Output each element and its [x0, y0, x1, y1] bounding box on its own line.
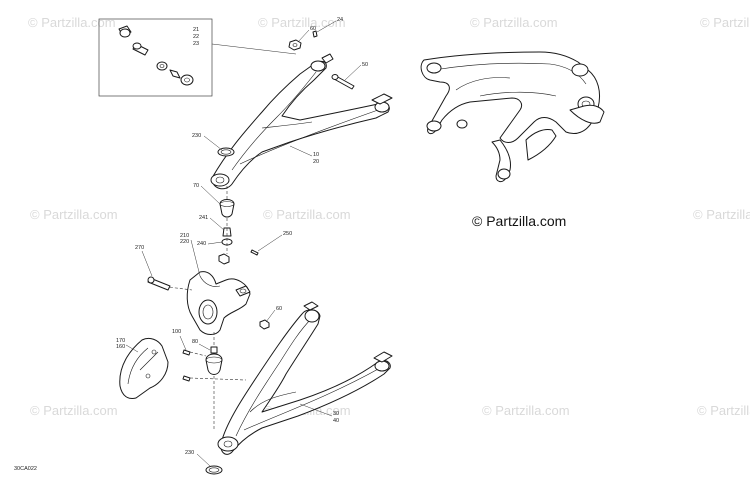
callout-10: 10: [313, 152, 319, 158]
knuckle-bolt: [147, 276, 171, 291]
callout-241: 241: [199, 215, 208, 221]
callout-22: 22: [193, 34, 199, 40]
callout-24: 24: [337, 17, 343, 23]
callout-220: 220: [180, 239, 189, 245]
frame-mount: [456, 119, 468, 129]
grease-fitting: [312, 30, 318, 38]
bushing-washer: [156, 61, 168, 71]
lower-front-pivot: [304, 309, 320, 323]
callout-230: 230: [192, 133, 201, 139]
callout-60b: 60: [276, 306, 282, 312]
small-screw: [250, 249, 259, 256]
callout-60: 60: [310, 26, 316, 32]
frame-mount: [571, 63, 589, 77]
callout-23: 23: [193, 41, 199, 47]
partzilla-brand-mark: © Partzilla.com: [472, 213, 566, 229]
callout-160: 160: [116, 344, 125, 350]
watermark: © Partzilla.com: [482, 403, 570, 418]
watermark: © Partzilla.com: [30, 403, 118, 418]
frame-mount: [426, 120, 442, 132]
knuckle-stud-hardware: [218, 218, 233, 265]
a-arm-guard: [119, 337, 169, 399]
watermark: © Partzilla.com: [470, 15, 558, 30]
upper-pivot-bolt: [331, 74, 355, 90]
upper-ball-joint-boss: [210, 173, 230, 187]
upper-a-arm: [210, 53, 393, 190]
brand-mark-text: © Partzilla.com: [472, 213, 566, 229]
knuckle-body: [186, 271, 251, 335]
bushing-detail-inset: [98, 18, 297, 97]
callout-210: 210: [180, 233, 189, 239]
lower-ball-joint-boss: [217, 436, 239, 452]
watermark: © Partzilla.com: [697, 403, 750, 418]
watermark: © Partzilla.com: [28, 15, 116, 30]
callout-50: 50: [362, 62, 368, 68]
frame-mount: [497, 168, 511, 180]
frame-brace: [525, 129, 557, 161]
figure-code: 30CA022: [14, 466, 37, 472]
upper-a-arm-body: [211, 60, 390, 190]
front-frame: [420, 51, 605, 183]
watermark: © Partzilla.com: [693, 207, 750, 222]
callout-170: 170: [116, 338, 125, 344]
callout-labels: 21 22 23 60 24 50 230 10 20 70 241 240 2…: [116, 17, 368, 467]
watermark: © Partzilla.com: [263, 207, 351, 222]
watermark: © Partzilla.com: [258, 15, 346, 30]
watermark: © Partzilla.com: [30, 207, 118, 222]
lower-a-arm: [217, 301, 393, 455]
bushing-tube: [132, 42, 149, 56]
callout-40: 40: [333, 418, 339, 424]
steering-knuckle: [159, 271, 251, 335]
callout-30: 30: [333, 411, 339, 417]
upper-front-pivot: [310, 60, 326, 72]
callout-21: 21: [193, 27, 199, 33]
callout-20: 20: [313, 159, 319, 165]
knuckle-hub-bore: [198, 299, 218, 325]
upper-ball-joint: [219, 186, 235, 218]
upper-nut: [288, 39, 302, 51]
lower-a-arm-body: [220, 309, 391, 455]
bushing-sleeve: [118, 25, 132, 38]
callout-270: 270: [135, 245, 144, 251]
bushing-cap: [180, 74, 194, 86]
upper-snap-ring: [217, 147, 235, 157]
frame-mount: [426, 62, 442, 74]
knuckle-nut: [259, 319, 270, 330]
callout-240: 240: [197, 241, 206, 247]
frame-body: [420, 51, 601, 143]
lower-ball-joint: [205, 332, 223, 430]
inset-leader-line: [211, 43, 297, 55]
callout-230b: 230: [185, 450, 194, 456]
lower-screws: [182, 349, 247, 382]
callout-100: 100: [172, 329, 181, 335]
bushing-insert: [169, 69, 181, 79]
watermark: © Partzilla.com: [700, 15, 750, 30]
callout-80: 80: [192, 339, 198, 345]
callout-70: 70: [193, 183, 199, 189]
inset-frame: [98, 18, 213, 97]
callout-250: 250: [283, 231, 292, 237]
lower-snap-ring: [205, 465, 223, 475]
